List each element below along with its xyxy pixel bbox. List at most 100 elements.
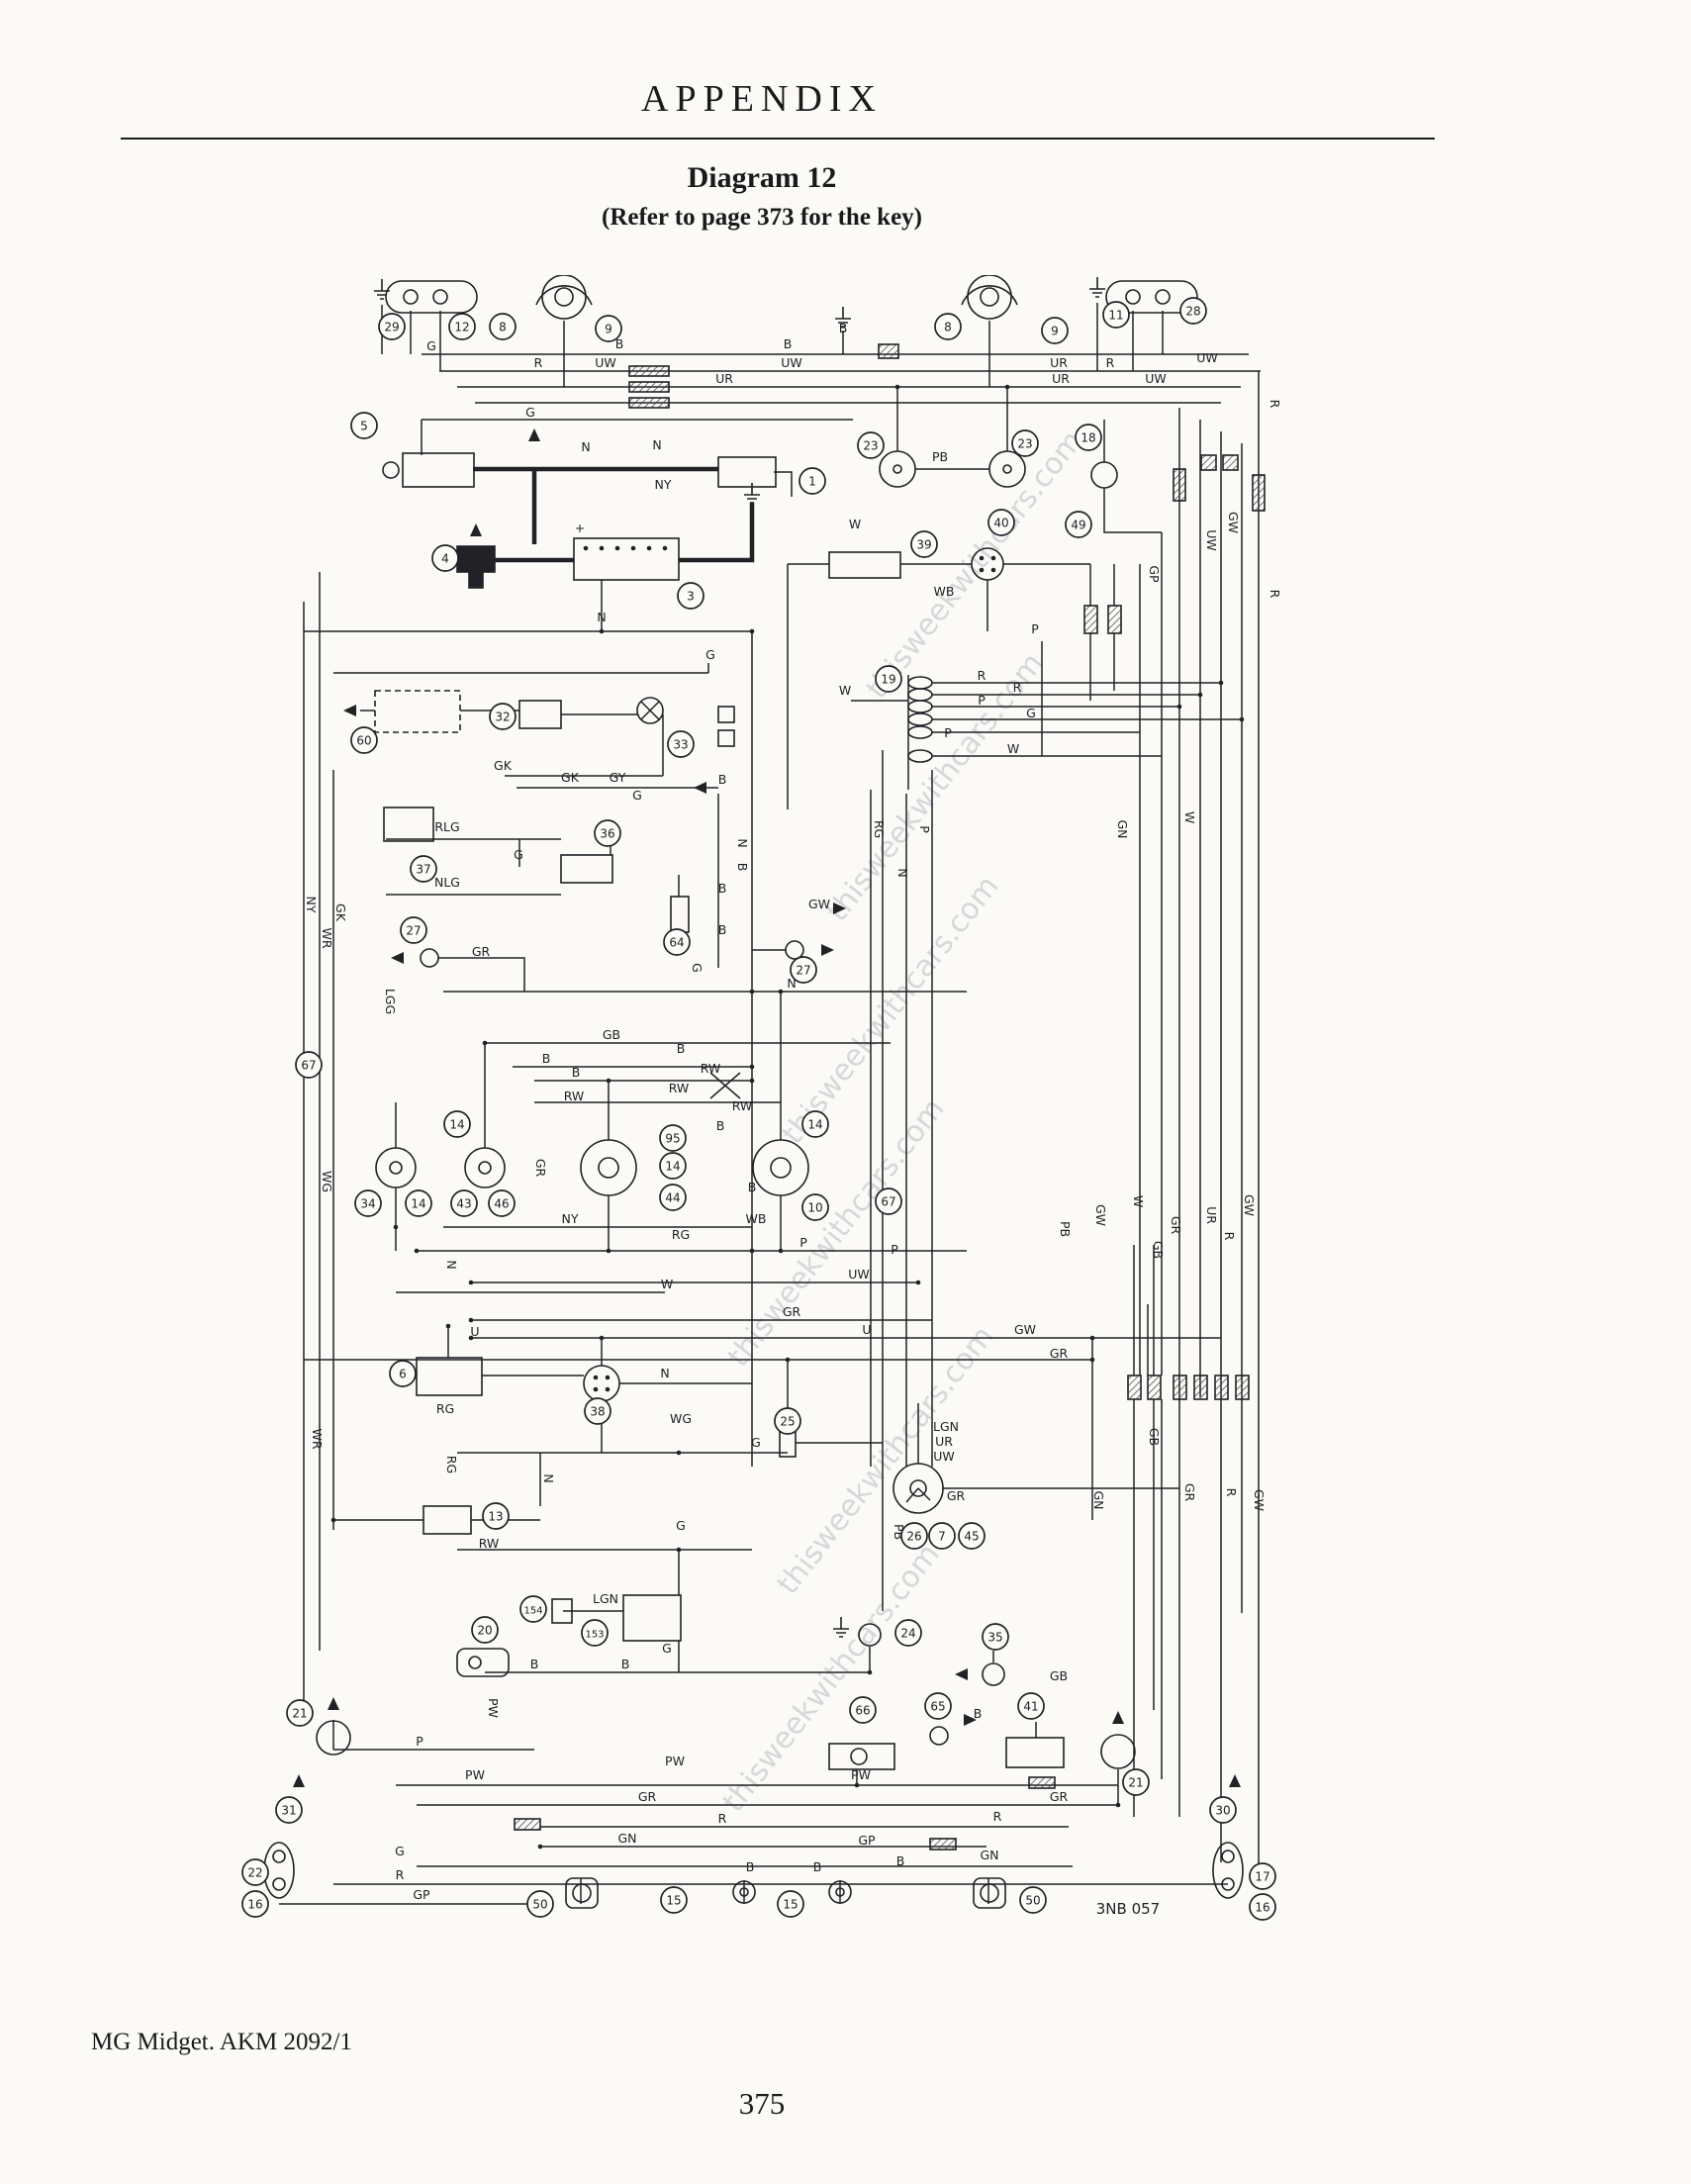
wire-label: UW: [933, 1449, 955, 1464]
component-circle: [1221, 1850, 1235, 1863]
component-callout-number: 60: [356, 734, 371, 748]
component-callout-number: 14: [807, 1118, 822, 1132]
junction-dot: [662, 545, 668, 551]
component-circle: [850, 1748, 868, 1765]
wire-label: G: [1026, 706, 1036, 720]
component-circle: [967, 275, 1012, 320]
component-callout: [431, 544, 459, 572]
wire-label: RG: [436, 1401, 454, 1416]
component-circle: [403, 289, 419, 305]
component-callout: [241, 1858, 269, 1886]
wire: [1103, 488, 1162, 533]
junction-dot: [593, 1386, 599, 1392]
component-circle: [420, 948, 439, 968]
component-callout: [443, 1110, 471, 1138]
wire-label: B: [718, 922, 727, 937]
wire-label: GY: [610, 770, 626, 785]
component-outline: [535, 284, 593, 306]
component-callout: [875, 665, 902, 693]
component-callout: [448, 313, 476, 340]
wire-label: UR: [1050, 355, 1068, 370]
wire-label: P: [944, 725, 952, 740]
component-circle: [879, 450, 916, 488]
component-callout-number: 23: [863, 439, 878, 453]
component-callout-number: 14: [411, 1197, 425, 1211]
earth-symbol: [744, 483, 760, 504]
component-circle: [858, 1623, 882, 1647]
component-circle: [785, 940, 804, 960]
wire: [709, 1072, 741, 1099]
component-box: [628, 381, 670, 393]
component-circle: [739, 1887, 749, 1897]
wire-label: W: [661, 1277, 673, 1291]
earth-symbol: [374, 279, 390, 300]
wire-label: G: [690, 963, 705, 973]
wire-label: UW: [781, 355, 802, 370]
component-box: [423, 1505, 472, 1535]
wire-label: B: [735, 863, 750, 872]
junction-dot: [749, 628, 755, 634]
wire-label: RW: [701, 1061, 721, 1076]
component-box: [1105, 280, 1198, 314]
component-callout: [526, 1890, 554, 1918]
wire-label: UR: [715, 371, 733, 386]
component-callout: [659, 1184, 687, 1211]
component-circle: [971, 547, 1004, 581]
wire-label: GW: [1242, 1194, 1257, 1216]
junction-dot: [894, 384, 900, 390]
component-callout: [924, 1692, 952, 1720]
component-circle: [988, 450, 1026, 488]
connector-arrow-icon: [955, 1668, 968, 1680]
wire-label: UW: [848, 1267, 870, 1282]
component-callout-number: 153: [585, 1630, 604, 1641]
junction-dot: [468, 1335, 474, 1341]
component-callout: [594, 819, 621, 847]
component-box: [456, 1648, 510, 1677]
component-callout: [410, 855, 437, 883]
component-callout: [1249, 1862, 1276, 1890]
component-box: [374, 690, 461, 733]
component-circle: [1002, 464, 1012, 474]
component-ellipse: [907, 676, 933, 690]
component-callout-number: 14: [449, 1118, 464, 1132]
wire-label: WR: [320, 927, 334, 948]
junction-dot: [468, 1317, 474, 1323]
wire-label: GR: [472, 944, 491, 959]
junction-dot: [785, 1357, 791, 1363]
component-circle: [770, 1157, 792, 1179]
component-callout: [389, 1360, 417, 1387]
junction-dot: [990, 567, 996, 573]
component-callout-number: 29: [384, 321, 399, 334]
junction-dot: [749, 1078, 755, 1084]
wire-label: GK: [333, 903, 348, 922]
wire-label: GP: [858, 1833, 876, 1848]
component-box: [383, 807, 434, 842]
junction-dot: [393, 1224, 399, 1230]
component-callout-number: 154: [523, 1606, 542, 1617]
wire-label: P: [917, 825, 932, 833]
wire-label: P: [1031, 621, 1039, 636]
wire-label: RW: [669, 1081, 690, 1095]
component-box: [468, 571, 484, 589]
wire: [640, 701, 660, 720]
wire-label: B: [718, 772, 727, 787]
component-circle: [554, 287, 574, 307]
wire-label: RG: [672, 1227, 690, 1242]
wire-label: GP: [1147, 565, 1162, 583]
wire-label: G: [705, 647, 715, 662]
connector-arrow-icon: [293, 1774, 305, 1787]
wire-label: P: [978, 693, 986, 708]
junction-dot: [1197, 692, 1203, 698]
connector-arrow-icon: [328, 1697, 339, 1710]
wire: [438, 957, 525, 992]
component-callout: [1011, 429, 1039, 457]
component-box: [1147, 1375, 1162, 1400]
wire-label: UR: [1052, 371, 1070, 386]
component-box: [1173, 468, 1186, 502]
component-circle: [909, 1479, 927, 1497]
component-callout: [934, 313, 962, 340]
component-callout-number: 44: [665, 1191, 680, 1205]
wiring-diagram: thisweekwithcars.comthisweekwithcars.com…: [241, 275, 1282, 1921]
wire-label: R: [1268, 590, 1282, 599]
wire-label: WG: [670, 1411, 692, 1426]
